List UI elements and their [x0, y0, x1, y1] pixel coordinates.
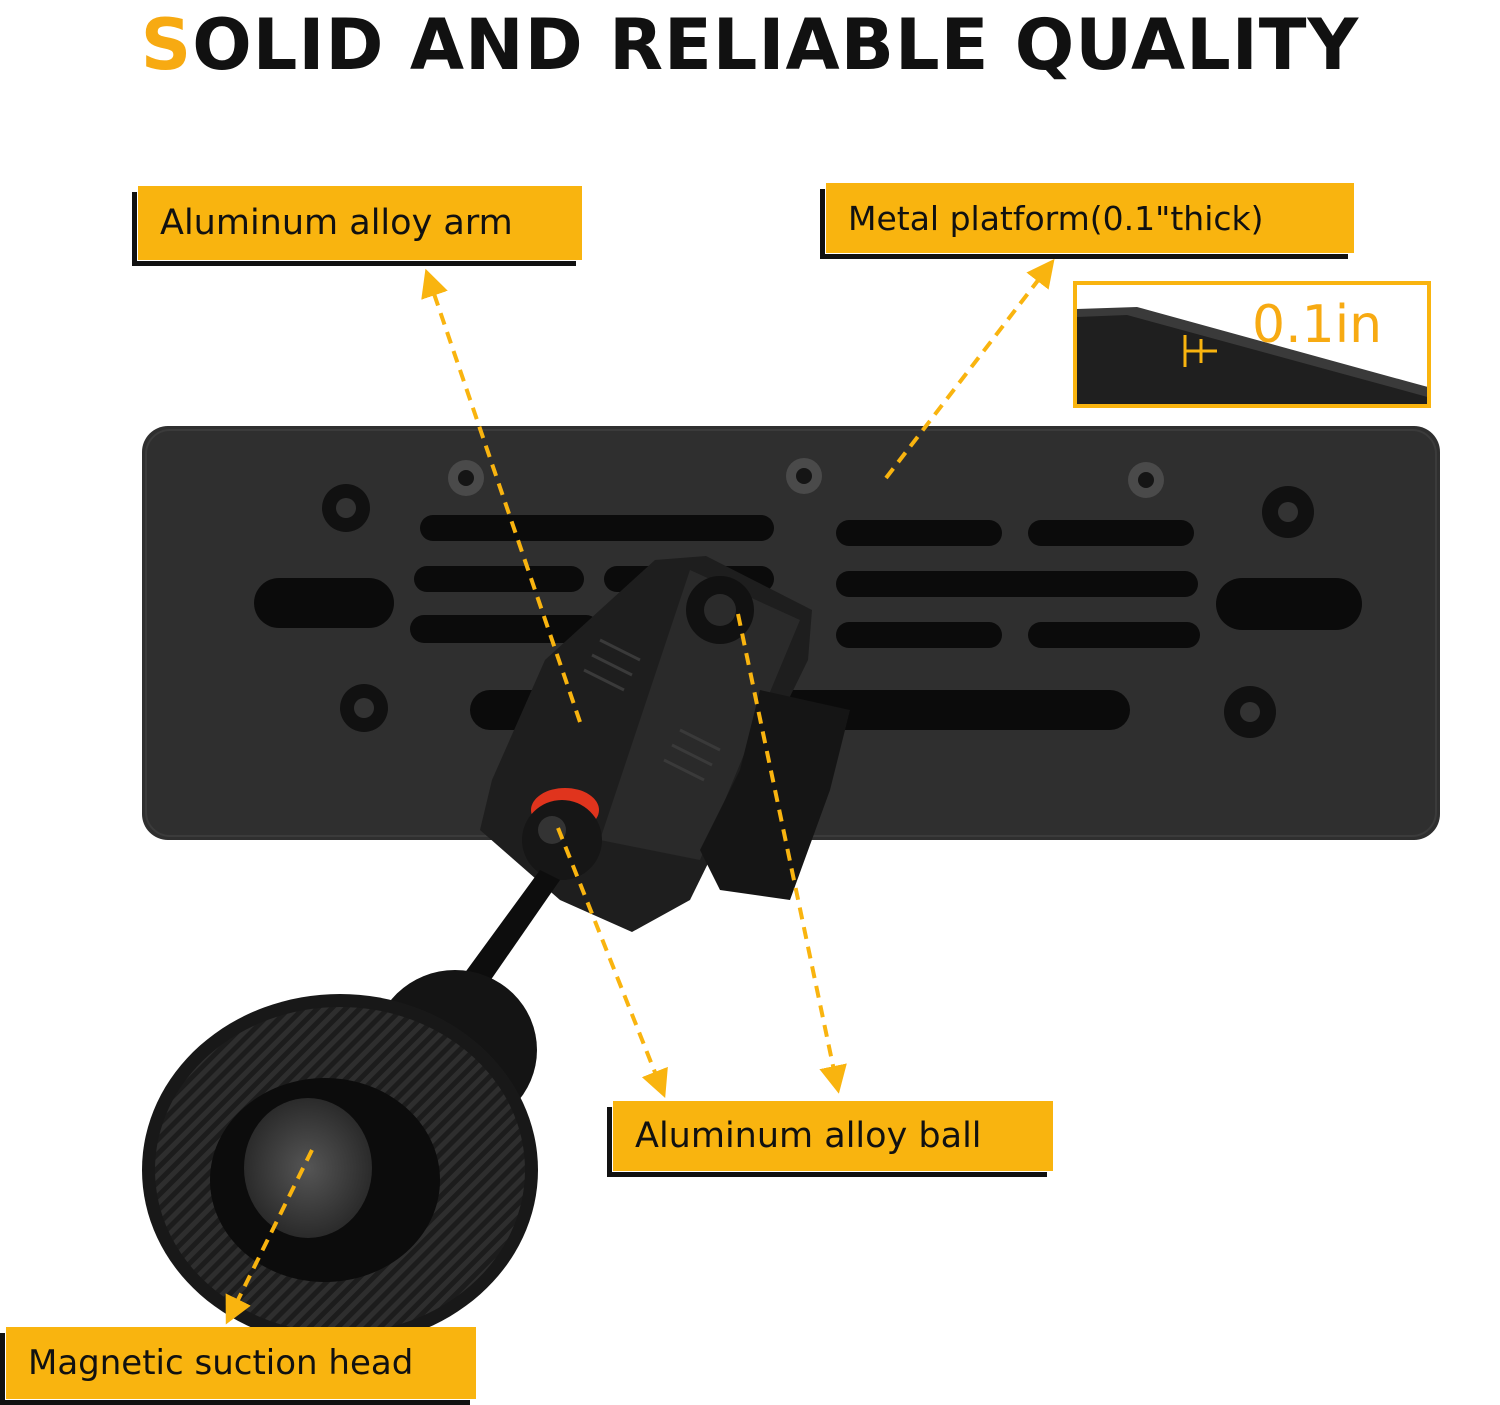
title-first-letter: S — [140, 4, 193, 86]
title-rest: OLID AND RELIABLE QUALITY — [192, 4, 1360, 86]
label-aluminum-alloy-arm: Aluminum alloy arm — [132, 186, 582, 266]
magnetic-suction-head — [142, 970, 538, 1346]
label-magnetic-suction-head: Magnetic suction head — [0, 1327, 476, 1405]
label-aluminum-alloy-ball: Aluminum alloy ball — [607, 1101, 1053, 1177]
thickness-callout: 0.1in — [1073, 281, 1431, 408]
page-title: SOLID AND RELIABLE QUALITY — [0, 2, 1500, 88]
label-metal-platform: Metal platform(0.1"thick) — [820, 183, 1354, 259]
thickness-value: 0.1in — [1252, 295, 1383, 355]
plate-edge-closeup — [1077, 307, 1427, 404]
